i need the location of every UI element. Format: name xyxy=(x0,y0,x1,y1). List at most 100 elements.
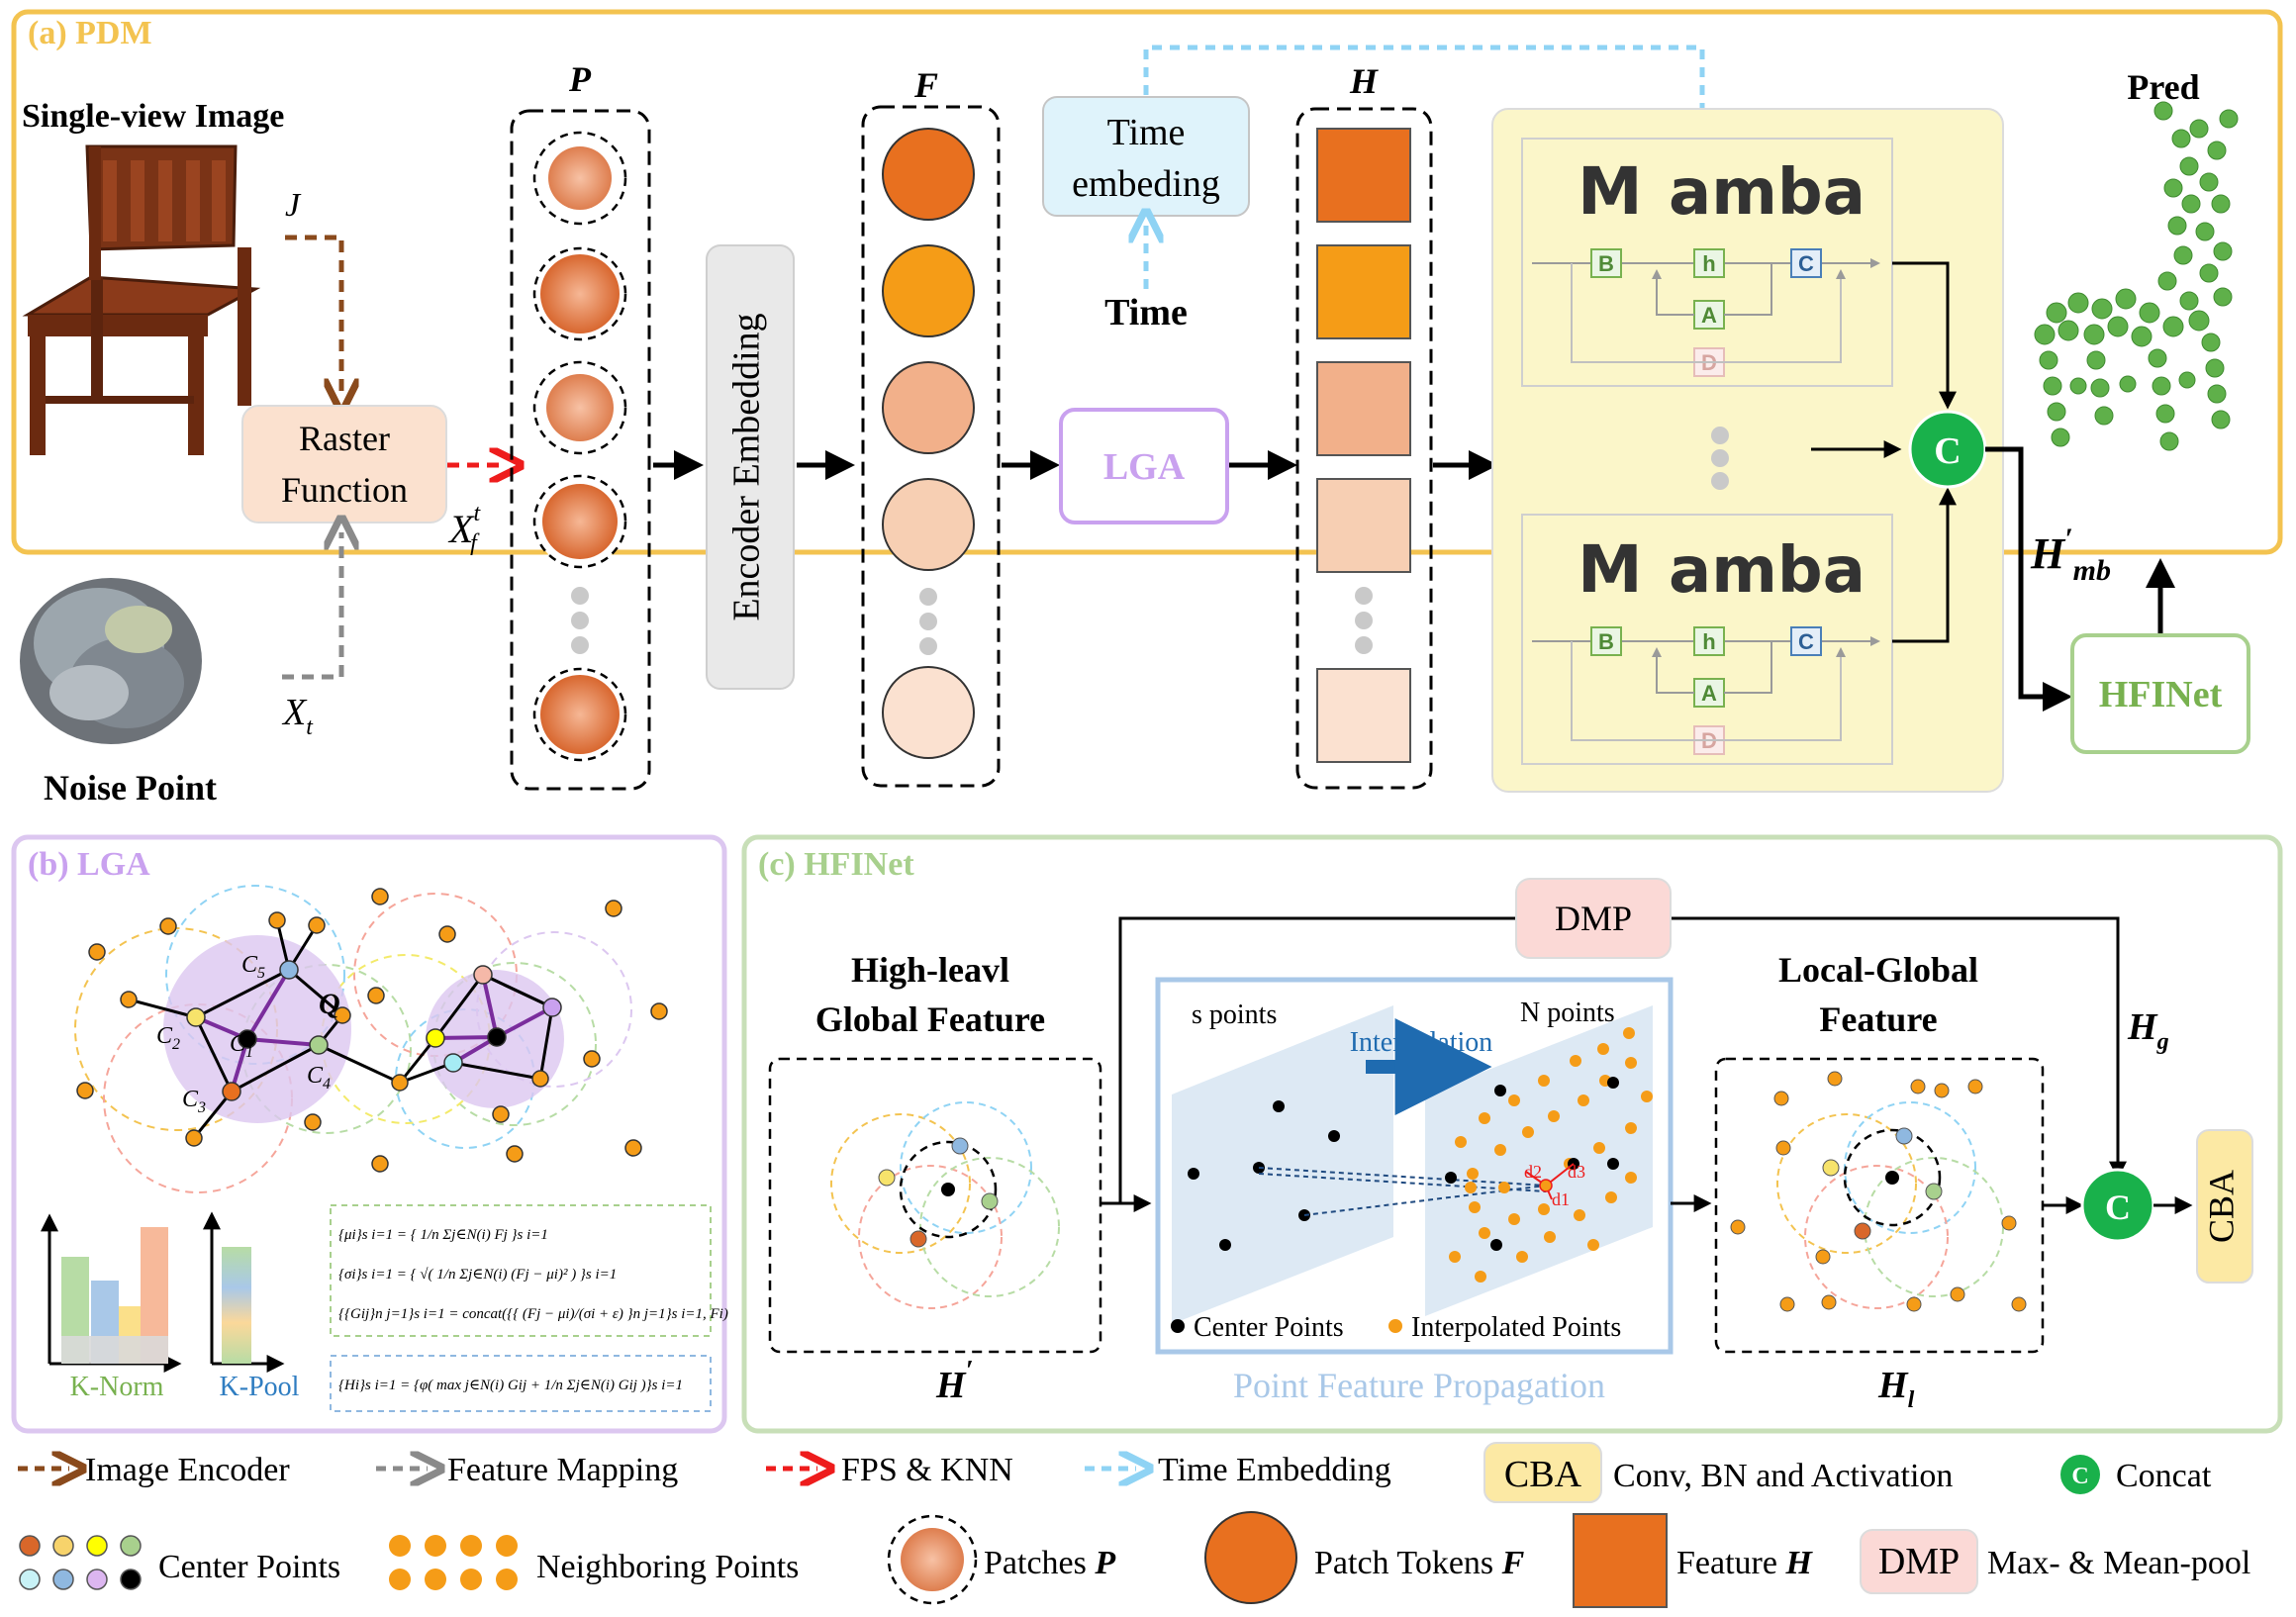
norm-equations-box xyxy=(330,1204,712,1337)
raster-line2: Function xyxy=(281,470,408,510)
f-label: F xyxy=(913,65,938,105)
ssm-c: C xyxy=(1798,629,1814,654)
legend-concat-icon xyxy=(2060,1455,2100,1494)
high-level-feature-points xyxy=(830,1101,1060,1309)
lga-border xyxy=(11,834,727,1434)
legend-image-encoder: Image Encoder xyxy=(18,1452,290,1488)
legend-feature-mapping: Feature Mapping xyxy=(376,1452,678,1488)
n-points xyxy=(1445,1027,1653,1283)
legend-concat: C Concat xyxy=(2060,1455,2212,1494)
ssm-b: B xyxy=(1598,629,1614,654)
local-global-line2: Feature xyxy=(1819,999,1937,1039)
k-pool-label: K-Pool xyxy=(220,1372,300,1402)
high-level-line2: Global Feature xyxy=(815,999,1045,1039)
interpolated-points-legend-dot xyxy=(1388,1319,1402,1333)
j-label: J xyxy=(285,187,302,224)
panel-hfinet: (c) HFINet DMP Hg High-leavl Global Feat… xyxy=(741,834,2283,1434)
ssm-h: h xyxy=(1702,251,1715,276)
time-emb-line2: embeding xyxy=(1072,163,1220,205)
center-points-legend-dot xyxy=(1171,1319,1185,1333)
legend-neighboring-points-label: Neighboring Points xyxy=(536,1549,799,1585)
c2-label: C2 xyxy=(156,1023,180,1053)
mamba-logo-m-icon: M xyxy=(1578,153,1643,230)
concat-label-c: C xyxy=(2105,1188,2131,1227)
patch-token-1 xyxy=(882,128,975,221)
s-points-label: s points xyxy=(1192,999,1277,1030)
legend-patch-tokens-label: Patch Tokens F xyxy=(1314,1545,1525,1581)
lga-box xyxy=(1059,408,1229,524)
eq-pool: {Hi}s i=1 = {φ( max j∈N(i) Gij + 1/n Σj∈… xyxy=(338,1378,683,1393)
mamba-logo-m-icon: M xyxy=(1578,531,1643,608)
mamba-text: amba xyxy=(1669,534,1866,608)
raster-line1: Raster xyxy=(299,419,390,458)
legend-fps-knn-label: FPS & KNN xyxy=(841,1452,1013,1488)
patch-tokens-column xyxy=(861,105,1001,788)
ssm-c: C xyxy=(1798,251,1814,276)
mamba-text: amba xyxy=(1669,156,1866,230)
patch-token-5 xyxy=(882,666,975,759)
legend-concat-c: C xyxy=(2071,1464,2088,1489)
d3-label: d3 xyxy=(1568,1162,1585,1182)
legend-patches: Patches P xyxy=(887,1514,1115,1605)
d2-label: d2 xyxy=(1524,1162,1542,1182)
noise-point-cloud xyxy=(20,578,202,744)
legend-patch-tokens: Patch Tokens F xyxy=(1204,1511,1525,1604)
center-point-c1 xyxy=(238,1029,257,1049)
feature-h-5 xyxy=(1316,668,1411,763)
time-label: Time xyxy=(1104,292,1188,333)
interpolation-label: Interpolation xyxy=(1350,1027,1493,1058)
legend-cba-desc: Conv, BN and Activation xyxy=(1613,1458,1953,1494)
pool-equation-box xyxy=(330,1355,712,1412)
legend-time-embedding: Time Embedding xyxy=(1085,1452,1391,1488)
eq-std: {σi}s i=1 = { √( 1/n Σj∈N(i) (Fj − μi)² … xyxy=(338,1267,617,1283)
patches-column xyxy=(510,109,651,791)
patch-token-4 xyxy=(882,478,975,571)
patch-token-list xyxy=(882,128,975,759)
s-points xyxy=(1188,1100,1340,1251)
feature-h-3 xyxy=(1316,361,1411,456)
legend-patches-label: Patches P xyxy=(984,1545,1115,1581)
h-prime-label: H′ xyxy=(935,1356,973,1406)
ssm-h: h xyxy=(1702,629,1715,654)
high-level-feature-box xyxy=(768,1057,1102,1354)
p-label: P xyxy=(568,59,592,99)
c5-label: C5 xyxy=(241,952,265,982)
single-view-image-label: Single-view Image xyxy=(22,98,284,135)
encoder-embedding-label: Encoder Embedding xyxy=(726,313,768,620)
ssm-a: A xyxy=(1701,303,1717,328)
hfinet-box xyxy=(2070,633,2250,754)
panel-lga: (b) LGA xyxy=(11,834,728,1434)
center-point-c5 xyxy=(279,960,299,980)
center-points-label: Center Points xyxy=(1194,1312,1344,1343)
dmp-label: DMP xyxy=(1555,899,1632,938)
feature-h-list xyxy=(1316,128,1411,763)
local-global-feature-points xyxy=(1730,1071,2027,1312)
k-norm-label: K-Norm xyxy=(70,1372,164,1402)
lga-neighbor-edges xyxy=(128,919,554,1139)
predicted-point-cloud xyxy=(2034,101,2239,451)
k-norm-chart xyxy=(41,1213,182,1373)
noise-point-label: Noise Point xyxy=(44,768,217,808)
lga-title: (b) LGA xyxy=(28,846,150,883)
legend-feature-h-label: Feature H xyxy=(1676,1545,1813,1581)
cba-box xyxy=(2196,1129,2253,1284)
center-point-c3 xyxy=(222,1082,241,1101)
cba-label: CBA xyxy=(2201,1170,2241,1243)
pred-label: Pred xyxy=(2127,67,2199,107)
legend-fps-knn: FPS & KNN xyxy=(766,1452,1013,1488)
legend-center-points-label: Center Points xyxy=(158,1549,340,1585)
encoder-embedding-box xyxy=(706,244,795,690)
local-global-line1: Local-Global xyxy=(1778,950,1978,990)
hfinet-box-label: HFINet xyxy=(2099,674,2223,715)
eq-mean: {μi}s i=1 = { 1/n Σj∈N(i) Fj }s i=1 xyxy=(338,1227,548,1243)
high-level-line1: High-leavl xyxy=(851,950,1009,990)
legend-feature-mapping-label: Feature Mapping xyxy=(447,1452,678,1488)
x-t-label: Xt xyxy=(281,692,314,740)
hfinet-border xyxy=(741,834,2283,1434)
h-label: H xyxy=(1349,61,1379,101)
legend-concat-label: Concat xyxy=(2116,1458,2212,1494)
mamba-unit-top: M amba B h C A D xyxy=(1521,138,1893,387)
time-emb-line1: Time xyxy=(1107,112,1186,153)
eq-concat: {{Gij}n j=1}s i=1 = concat({{ (Fj − μi)/… xyxy=(338,1306,728,1322)
